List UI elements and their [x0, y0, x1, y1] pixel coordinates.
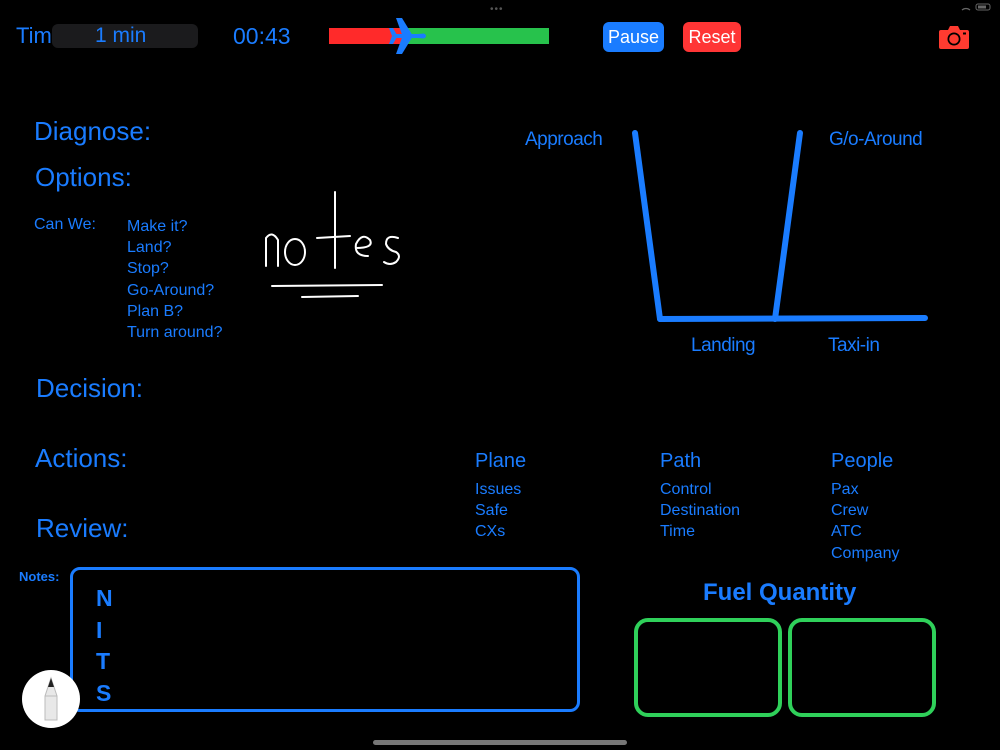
column-title: People — [831, 450, 894, 472]
pause-button[interactable]: Pause — [603, 22, 664, 52]
multitasking-dots[interactable]: ••• — [490, 4, 504, 15]
option-item: Turn around? — [127, 324, 223, 342]
column-item: Destination — [660, 502, 741, 520]
notes-label: Notes: — [19, 569, 60, 584]
interval-selector[interactable] — [52, 24, 198, 48]
options-list: Make it? Land? Stop? Go-Around? Plan B? … — [127, 216, 222, 343]
path-column: Path Control Destination Time — [660, 450, 740, 543]
nits-letter: S — [96, 679, 112, 706]
column-item: Issues — [475, 481, 522, 498]
interval-value[interactable]: 1 min — [95, 24, 147, 47]
camera-icon[interactable] — [938, 24, 970, 50]
option-item: Make it? — [127, 218, 188, 235]
flight-path-lines — [632, 130, 928, 322]
time-progress-bar — [329, 18, 549, 54]
nits-letter: T — [96, 648, 111, 674]
column-item: Control — [660, 481, 712, 498]
option-item: Plan B? — [127, 302, 184, 320]
actions-heading: Actions: — [35, 443, 128, 473]
status-icons — [961, 3, 991, 11]
fuel-box-left[interactable] — [634, 618, 782, 717]
review-heading: Review: — [36, 513, 129, 543]
reset-button[interactable]: Reset — [683, 22, 741, 52]
home-indicator[interactable] — [373, 740, 627, 745]
taxi-in-label: Taxi-in — [828, 335, 880, 356]
options-heading: Options: — [35, 162, 132, 192]
column-item: CXs — [475, 523, 506, 541]
go-around-label: G/o-Around — [829, 129, 923, 150]
progress-remaining — [402, 28, 549, 44]
column-item: Pax — [831, 481, 859, 498]
column-item: Time — [660, 523, 695, 541]
airplane-icon — [389, 18, 426, 54]
decision-heading: Decision: — [36, 373, 143, 403]
people-column: People Pax Crew ATC Company — [831, 450, 899, 564]
flight-phase-diagram: Approach G/o-Around Landing Taxi-in — [520, 125, 950, 360]
diagnose-heading: Diagnose: — [34, 116, 152, 146]
column-title: Path — [660, 450, 702, 472]
landing-label: Landing — [691, 335, 756, 356]
approach-label: Approach — [525, 129, 603, 150]
option-item: Stop? — [127, 260, 169, 278]
progress-elapsed — [329, 28, 402, 44]
fuel-box-right[interactable] — [788, 618, 936, 717]
plane-column: Plane Issues Safe CXs — [475, 450, 526, 543]
column-item: Company — [831, 544, 900, 562]
option-item: Land? — [127, 239, 172, 257]
nits-letter: I — [96, 616, 103, 643]
fuel-quantity-title: Fuel Quantity — [703, 579, 857, 606]
pencil-tool-button[interactable] — [22, 670, 80, 728]
column-title: Plane — [475, 450, 527, 472]
option-item: Go-Around? — [127, 281, 215, 299]
nits-letters: N I T S — [96, 583, 113, 709]
column-item: Safe — [475, 502, 508, 520]
pencil-icon — [44, 676, 58, 721]
handwritten-notes-scribble — [265, 191, 400, 298]
nits-letter: N — [96, 585, 113, 611]
notes-area[interactable] — [70, 567, 580, 712]
can-we-label: Can We: — [34, 216, 96, 233]
column-item: ATC — [831, 523, 862, 541]
timer-display: 00:43 — [233, 23, 291, 49]
column-item: Crew — [831, 502, 869, 520]
